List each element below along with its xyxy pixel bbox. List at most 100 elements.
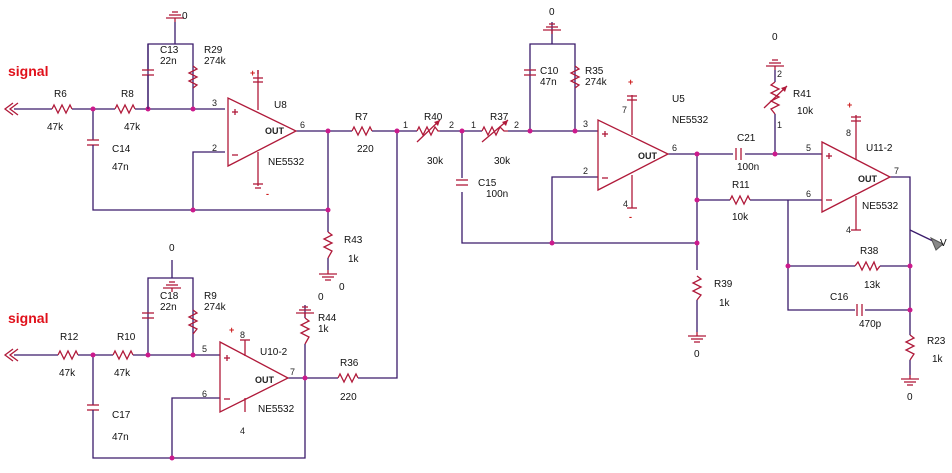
r29-value: 274k [204, 56, 227, 67]
c13-ref: C13 [160, 45, 179, 56]
resistor-r11 [729, 194, 751, 206]
c21-ref: C21 [737, 133, 756, 144]
r44-ref: R44 [318, 313, 337, 324]
r40-ref: R40 [424, 112, 443, 123]
ground-label: 0 [318, 292, 324, 303]
c16-ref: C16 [830, 292, 849, 303]
u5-pin-v: 7 [622, 105, 627, 115]
r9-ref: R9 [204, 291, 217, 302]
input-arrow-1 [3, 102, 19, 116]
r35-value: 274k [585, 77, 608, 88]
u5-pin-plus: 3 [583, 119, 588, 129]
capacitor-c18 [142, 312, 154, 319]
resistor-r29 [187, 65, 199, 89]
capacitor-c13 [142, 69, 154, 109]
u11-part: NE5532 [862, 201, 899, 212]
potentiometer-r41 [763, 81, 788, 115]
capacitor-c14 [87, 139, 99, 152]
resistor-r39 [691, 275, 703, 301]
resistor-r43 [322, 231, 334, 259]
c14-value: 47n [112, 162, 129, 173]
r39-ref: R39 [714, 279, 733, 290]
opamp-u5 [597, 95, 670, 209]
u5-pin-g: 4 [623, 199, 628, 209]
r41-pin1: 1 [777, 120, 782, 130]
c18-value: 22n [160, 302, 177, 313]
opamp-u8 [227, 70, 298, 189]
r6-ref: R6 [54, 89, 67, 100]
r38-value: 13k [864, 280, 881, 291]
resistor-r7 [351, 125, 373, 137]
resistor-r36 [337, 372, 359, 384]
u8-minus-supply: - [266, 189, 269, 199]
capacitor-c15 [456, 179, 468, 186]
capacitor-c21 [735, 148, 742, 160]
u8-pin-minus: 2 [212, 143, 217, 153]
u8-pin-plus: 3 [212, 98, 217, 108]
signal-label-1: signal [8, 63, 48, 79]
r41-value: 10k [797, 106, 814, 117]
u11-plus-supply: + [847, 100, 852, 110]
c17-value: 47n [112, 432, 129, 443]
u5-minus-supply: - [629, 212, 632, 222]
u11-pin-g: 4 [846, 225, 851, 235]
c15-ref: C15 [478, 178, 497, 189]
r23-value: 1k [932, 354, 944, 365]
u10-plus-supply: + [229, 325, 234, 335]
u8-out: OUT [265, 126, 285, 136]
resistor-r8 [114, 103, 136, 115]
wires [14, 22, 936, 459]
r37-value: 30k [494, 156, 511, 167]
u11-pin-out: 7 [894, 166, 899, 176]
r8-value: 47k [124, 122, 141, 133]
u10-pin-out: 7 [290, 367, 295, 377]
junctions [90, 106, 913, 461]
r37-pin1: 1 [471, 120, 476, 130]
c17-ref: C17 [112, 410, 131, 421]
r39-value: 1k [719, 298, 731, 309]
c10-ref: C10 [540, 66, 559, 77]
input-arrow-2 [3, 348, 19, 362]
u8-ref: U8 [274, 100, 287, 111]
r43-ref: R43 [344, 235, 363, 246]
u5-ref: U5 [672, 94, 685, 105]
resistor-r12 [57, 349, 79, 361]
opamp-u11-2 [821, 115, 892, 231]
u5-plus-supply: + [628, 77, 633, 87]
resistor-r6 [51, 103, 73, 115]
u8-part: NE5532 [268, 157, 305, 168]
r37-pin2: 2 [514, 120, 519, 130]
r36-value: 220 [340, 392, 357, 403]
r29-ref: R29 [204, 45, 223, 56]
u5-out: OUT [638, 151, 658, 161]
u11-pin-v: 8 [846, 128, 851, 138]
u10-pin-v: 8 [240, 330, 245, 340]
r36-ref: R36 [340, 358, 359, 369]
u10-pin-plus: 5 [202, 344, 207, 354]
potentiometer-r37 [481, 119, 509, 143]
u5-pin-minus: 2 [583, 166, 588, 176]
r38-ref: R38 [860, 246, 879, 257]
r40-pin2: 2 [449, 120, 454, 130]
ground-label: 0 [182, 11, 188, 22]
r6-value: 47k [47, 122, 64, 133]
opamp-u10-2 [219, 339, 290, 414]
r8-ref: R8 [121, 89, 134, 100]
u11-pin-plus: 5 [806, 143, 811, 153]
r40-value: 30k [427, 156, 444, 167]
r41-pin2: 2 [777, 69, 782, 79]
resistor-r38 [854, 260, 881, 272]
signal-label-2: signal [8, 310, 48, 326]
r40-pin1: 1 [403, 120, 408, 130]
resistor-r10 [112, 349, 134, 361]
u5-part: NE5532 [672, 115, 709, 126]
r37-ref: R37 [490, 112, 509, 123]
r23-ref: R23 [927, 336, 946, 347]
u8-pin-out: 6 [300, 120, 305, 130]
r35-ref: R35 [585, 66, 604, 77]
c10-value: 47n [540, 77, 557, 88]
u11-pin-minus: 6 [806, 189, 811, 199]
capacitor-c17 [87, 404, 99, 418]
u10-part: NE5532 [258, 404, 295, 415]
